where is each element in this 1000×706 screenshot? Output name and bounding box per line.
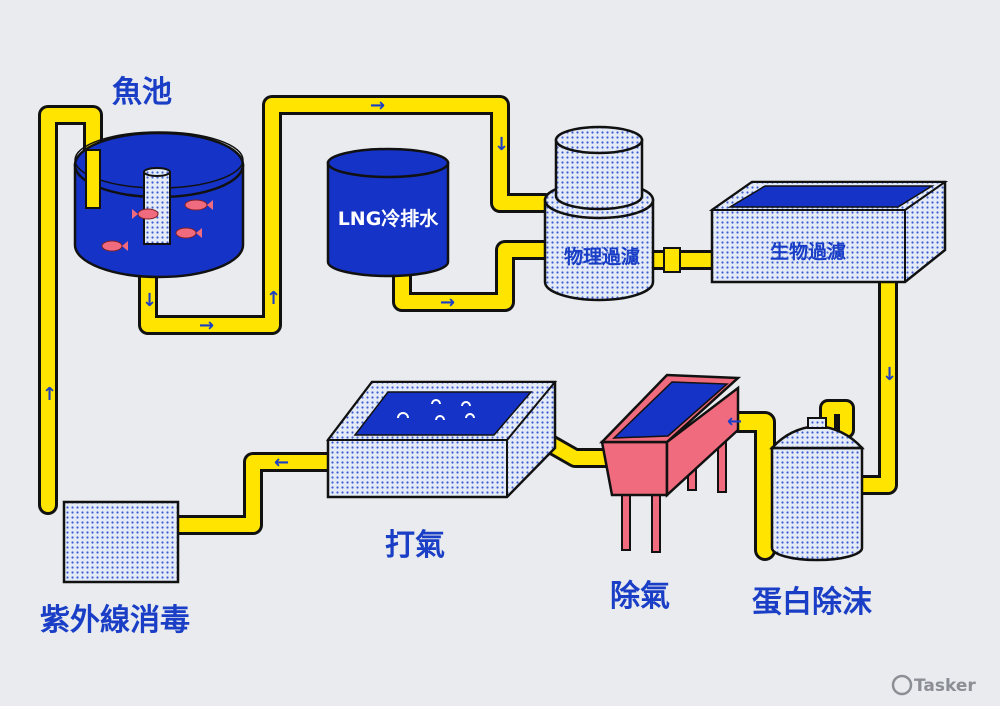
label-physical-filter: 物理過濾 — [564, 245, 640, 268]
flow-arrow-left: ← — [274, 452, 289, 473]
flow-arrow-down: ↓ — [882, 364, 897, 385]
uv-disinfection-box — [62, 500, 180, 584]
bubble-icon — [397, 399, 475, 421]
bio-filter — [708, 180, 949, 284]
flow-arrow-right: → — [440, 292, 455, 313]
fish-icon — [132, 208, 159, 220]
label-bio-filter: 生物過濾 — [770, 240, 846, 263]
pipe-network — [38, 95, 898, 561]
protein-skimmer — [769, 417, 865, 562]
pond-center-column — [143, 171, 171, 245]
fish-pond — [73, 131, 245, 279]
label-lng-drain: LNG冷排水 — [338, 207, 440, 230]
flow-arrow-left: ← — [727, 411, 742, 432]
fish-icon — [175, 227, 202, 239]
flow-arrows: → → → ↓ ↓ ↑ ↑ ↓ ← ← — [42, 95, 897, 473]
flow-arrow-up: ↑ — [42, 384, 57, 405]
flow-arrow-down: ↓ — [494, 134, 509, 155]
fish-icon — [101, 240, 128, 252]
label-aeration: 打氣 — [385, 528, 445, 563]
label-protein-skimmer: 蛋白除沫 — [752, 585, 872, 620]
flow-arrow-up: ↑ — [266, 288, 281, 309]
tasker-logo-icon — [891, 674, 913, 696]
tasker-watermark: Tasker — [891, 674, 976, 696]
aeration-tank — [325, 380, 558, 499]
watermark-text: Tasker — [914, 676, 976, 696]
label-degassing: 除氣 — [610, 579, 670, 614]
flow-arrow-right: → — [370, 95, 385, 116]
fish-icon — [184, 199, 213, 211]
label-fish-pond: 魚池 — [112, 75, 172, 110]
lng-drain-tank — [326, 147, 450, 278]
flow-arrow-right: → — [199, 315, 214, 336]
degasser — [599, 373, 742, 553]
flow-arrow-down: ↓ — [142, 290, 157, 311]
physical-filter — [543, 125, 681, 302]
label-uv-disinfection: 紫外線消毒 — [40, 603, 190, 638]
